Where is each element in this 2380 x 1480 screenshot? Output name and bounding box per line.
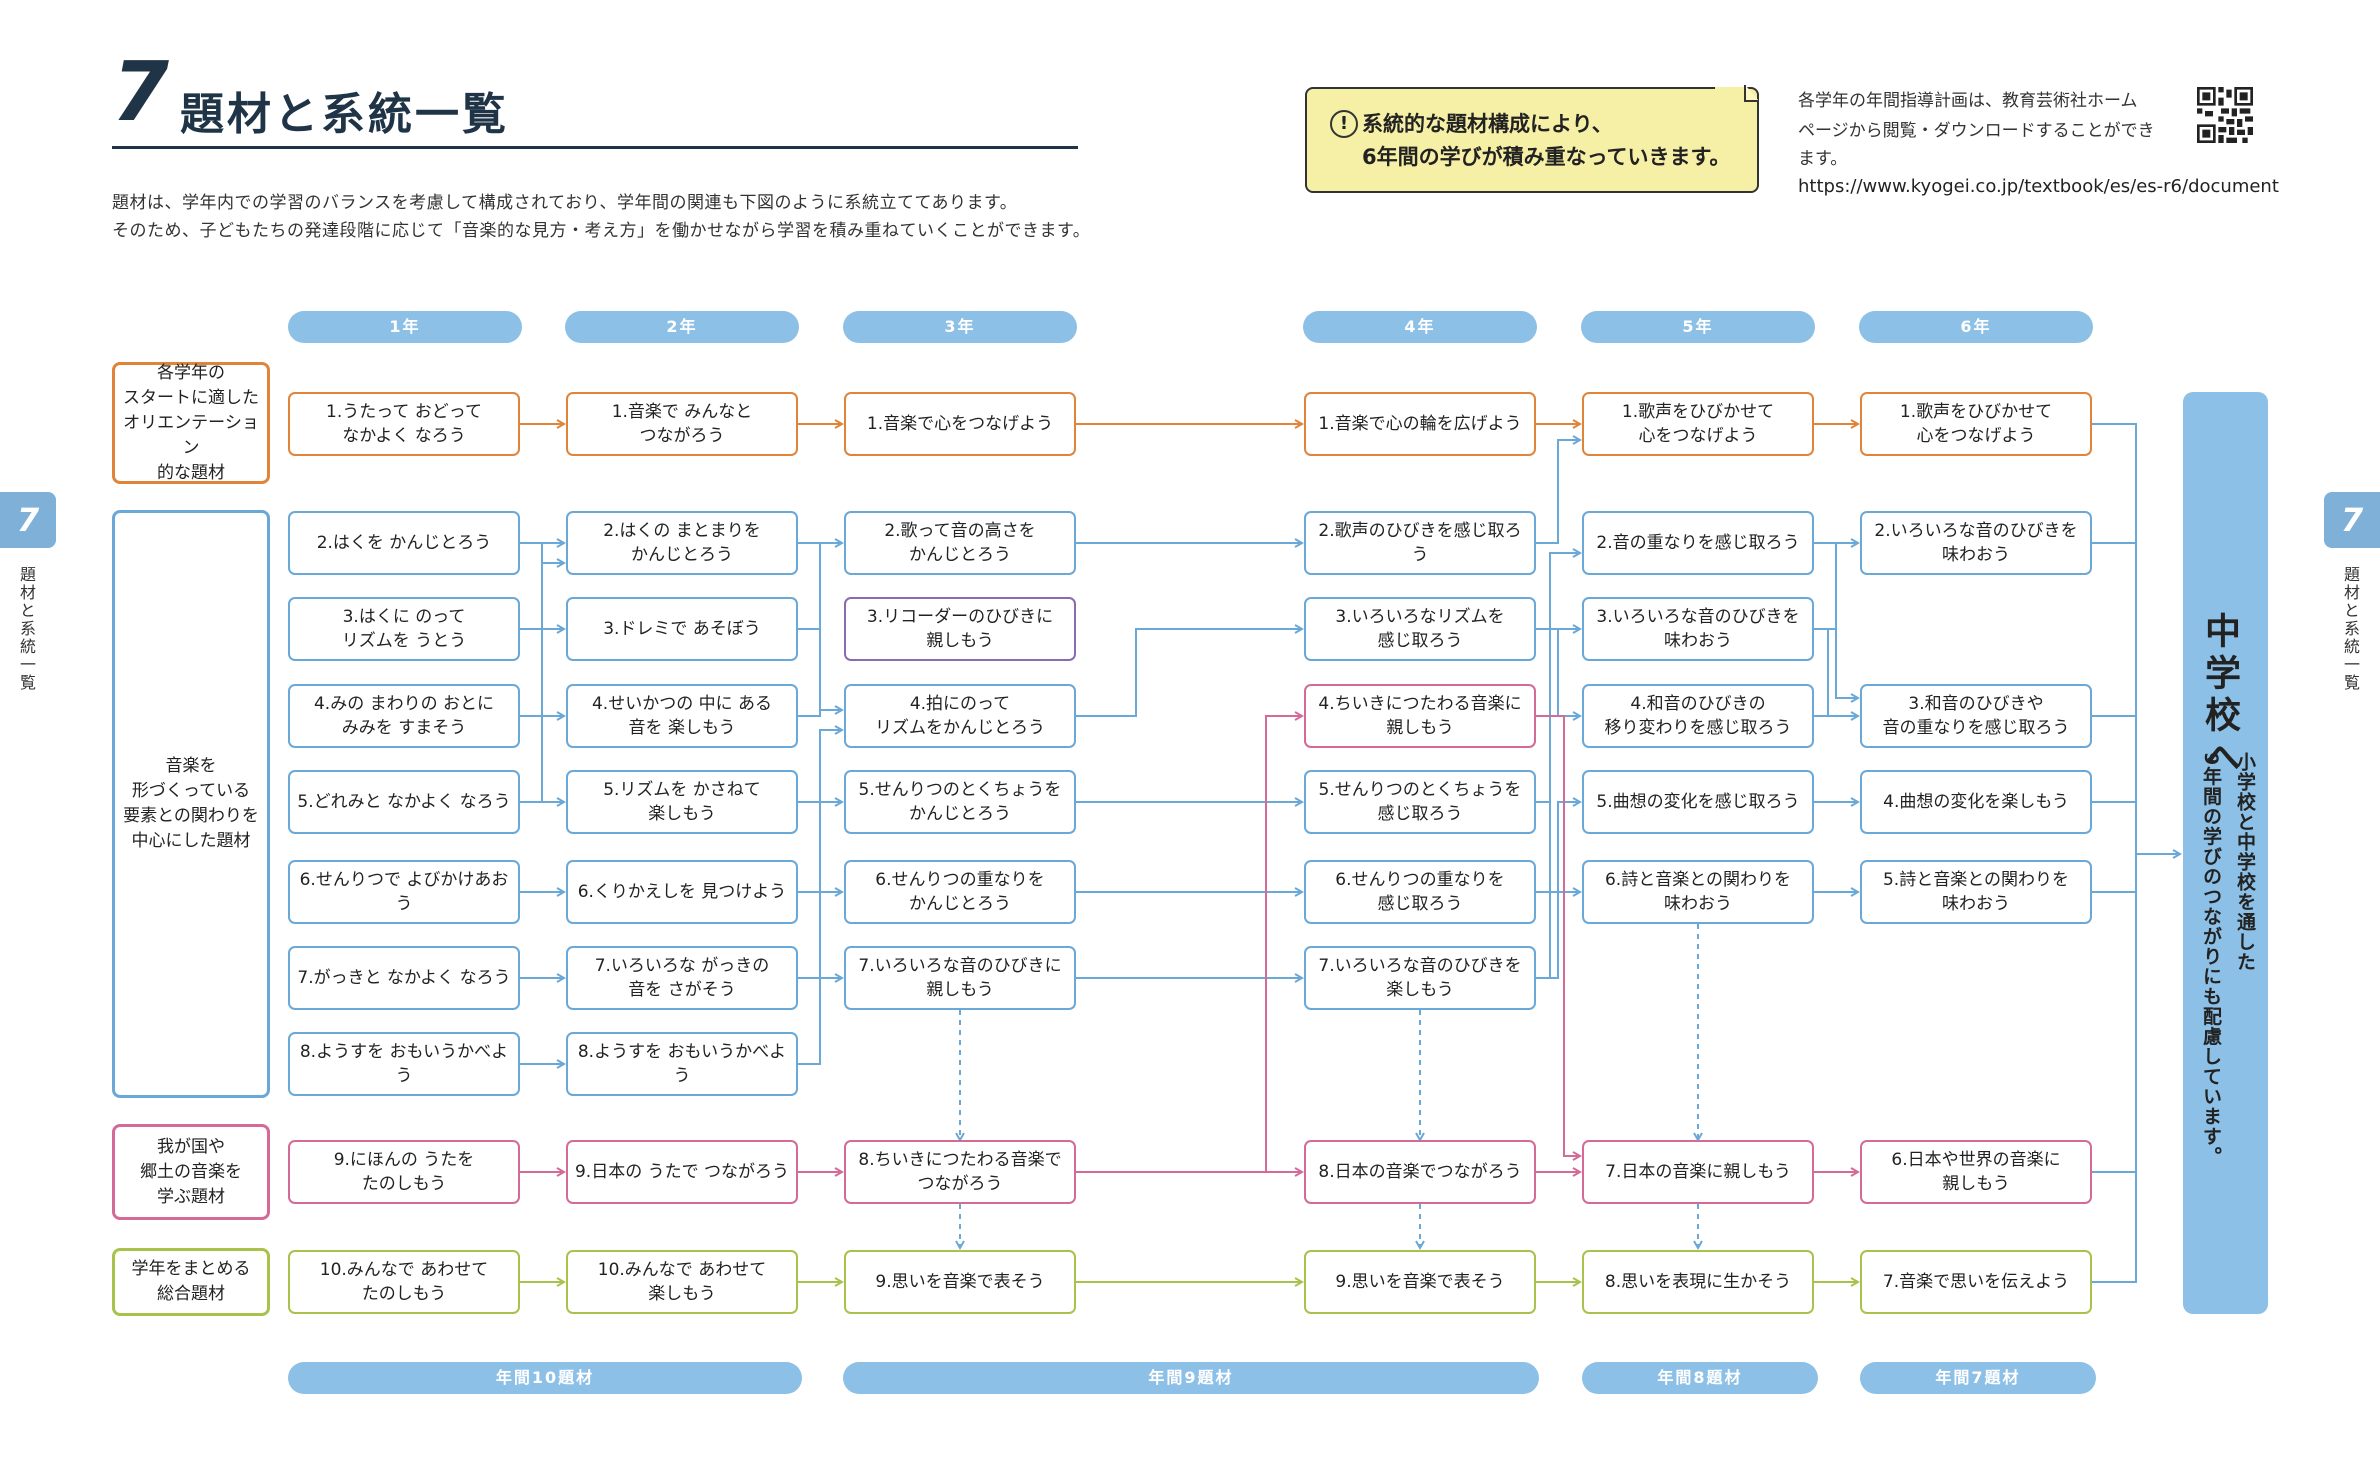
topic-g2-1[interactable]: 1.音楽で みんなと つながろう — [566, 392, 798, 456]
category-musical-elements: 音楽を 形づくっている 要素との関わりを 中心にした題材 — [112, 510, 270, 1098]
middle-school-subtitle: 小学校と中学校を通した 9年間の学びのつながりにも配慮しています。 — [2200, 752, 2256, 1167]
right-section-label: 題材と系統一覧 — [2341, 566, 2360, 692]
topic-g5-5[interactable]: 5.曲想の変化を感じ取ろう — [1582, 770, 1814, 834]
topic-g4-2[interactable]: 2.歌声のひびきを感じ取ろう — [1304, 511, 1536, 575]
page-title: 題材と系統一覧 — [180, 89, 509, 140]
note-fold-corner — [1715, 85, 1759, 129]
topic-g3-1[interactable]: 1.音楽で心をつなげよう — [844, 392, 1076, 456]
topic-g4-9[interactable]: 9.思いを音楽で表そう — [1304, 1250, 1536, 1314]
topic-g5-2[interactable]: 2.音の重なりを感じ取ろう — [1582, 511, 1814, 575]
topic-g3-3[interactable]: 3.リコーダーのひびきに 親しもう — [844, 597, 1076, 661]
topic-g6-1[interactable]: 1.歌声をひびかせて 心をつなげよう — [1860, 392, 2092, 456]
section-number: 7 — [112, 45, 170, 140]
right-section-tab[interactable]: 7 — [2324, 492, 2380, 548]
grade-4-header: 4年 — [1303, 311, 1537, 343]
topic-g3-2[interactable]: 2.歌って音の高さを かんじとろう — [844, 511, 1076, 575]
intro-line-2: そのため、子どもたちの発達段階に応じて「音楽的な見方・考え方」を働かせながら学習… — [112, 221, 1091, 241]
topic-g3-5[interactable]: 5.せんりつのとくちょうを かんじとろう — [844, 770, 1076, 834]
category-japanese-music: 我が国や 郷土の音楽を 学ぶ題材 — [112, 1124, 270, 1220]
topic-g1-6[interactable]: 6.せんりつで よびかけあおう — [288, 860, 520, 924]
exclamation-icon: ! — [1330, 110, 1358, 138]
topic-g4-6[interactable]: 6.せんりつの重なりを 感じ取ろう — [1304, 860, 1536, 924]
topic-g5-7[interactable]: 7.日本の音楽に親しもう — [1582, 1140, 1814, 1204]
topic-g1-8[interactable]: 8.ようすを おもいうかべよう — [288, 1032, 520, 1096]
topic-g4-1[interactable]: 1.音楽で心の輪を広げよう — [1304, 392, 1536, 456]
plan-text-1: 各学年の年間指導計画は、教育芸術社ホーム — [1798, 91, 2138, 111]
note-callout — [1305, 87, 1759, 193]
grade-6-header: 6年 — [1859, 311, 2093, 343]
topic-g1-9[interactable]: 9.にほんの うたを たのしもう — [288, 1140, 520, 1204]
intro-line-1: 題材は、学年内での学習のバランスを考慮して構成されており、学年間の関連も下図のよ… — [112, 193, 1018, 213]
grade-1-header: 1年 — [288, 311, 522, 343]
topic-g6-4[interactable]: 4.曲想の変化を楽しもう — [1860, 770, 2092, 834]
topic-g1-4[interactable]: 4.みの まわりの おとに みみを すまそう — [288, 684, 520, 748]
note-line-1: 系統的な題材構成により、 — [1362, 112, 1613, 136]
title-underline — [112, 146, 1078, 149]
topic-g5-6[interactable]: 6.詩と音楽との関わりを 味わおう — [1582, 860, 1814, 924]
topic-g1-10[interactable]: 10.みんなで あわせて たのしもう — [288, 1250, 520, 1314]
topic-g2-10[interactable]: 10.みんなで あわせて 楽しもう — [566, 1250, 798, 1314]
topic-g6-7[interactable]: 7.音楽で思いを伝えよう — [1860, 1250, 2092, 1314]
topic-g5-8[interactable]: 8.思いを表現に生かそう — [1582, 1250, 1814, 1314]
topic-g3-6[interactable]: 6.せんりつの重なりを かんじとろう — [844, 860, 1076, 924]
topic-g4-7[interactable]: 7.いろいろな音のひびきを 楽しもう — [1304, 946, 1536, 1010]
topic-g5-4[interactable]: 4.和音のひびきの 移り変わりを感じ取ろう — [1582, 684, 1814, 748]
document-link[interactable]: https://www.kyogei.co.jp/textbook/es/es-… — [1798, 176, 2279, 197]
middle-school-title: 中学校へ — [2199, 612, 2240, 780]
middle-school-band — [2183, 392, 2268, 1314]
topic-g1-5[interactable]: 5.どれみと なかよく なろう — [288, 770, 520, 834]
topic-g6-5[interactable]: 5.詩と音楽との関わりを 味わおう — [1860, 860, 2092, 924]
topic-g6-6[interactable]: 6.日本や世界の音楽に 親しもう — [1860, 1140, 2092, 1204]
topic-g5-1[interactable]: 1.歌声をひびかせて 心をつなげよう — [1582, 392, 1814, 456]
topic-g2-5[interactable]: 5.リズムを かさねて 楽しもう — [566, 770, 798, 834]
footer-grade-3-4: 年間9題材 — [843, 1362, 1539, 1394]
topic-g4-8[interactable]: 8.日本の音楽でつながろう — [1304, 1140, 1536, 1204]
left-section-label: 題材と系統一覧 — [17, 566, 36, 692]
footer-grade-1-2: 年間10題材 — [288, 1362, 802, 1394]
topic-g2-9[interactable]: 9.日本の うたで つながろう — [566, 1140, 798, 1204]
topic-g1-1[interactable]: 1.うたって おどって なかよく なろう — [288, 392, 520, 456]
topic-g4-5[interactable]: 5.せんりつのとくちょうを 感じ取ろう — [1304, 770, 1536, 834]
topic-g3-4[interactable]: 4.拍にのって リズムをかんじとろう — [844, 684, 1076, 748]
grade-2-header: 2年 — [565, 311, 799, 343]
topic-g4-3[interactable]: 3.いろいろなリズムを 感じ取ろう — [1304, 597, 1536, 661]
category-orientation: 各学年の スタートに適した オリエンテーション 的な題材 — [112, 362, 270, 484]
topic-g6-2[interactable]: 2.いろいろな音のひびきを 味わおう — [1860, 511, 2092, 575]
topic-g3-9[interactable]: 9.思いを音楽で表そう — [844, 1250, 1076, 1314]
qr-code-icon[interactable] — [2197, 87, 2253, 143]
topic-g2-8[interactable]: 8.ようすを おもいうかべよう — [566, 1032, 798, 1096]
topic-g2-6[interactable]: 6.くりかえしを 見つけよう — [566, 860, 798, 924]
topic-g1-3[interactable]: 3.はくに のって リズムを うとう — [288, 597, 520, 661]
topic-g2-7[interactable]: 7.いろいろな がっきの 音を さがそう — [566, 946, 798, 1010]
topic-g2-4[interactable]: 4.せいかつの 中に ある 音を 楽しもう — [566, 684, 798, 748]
footer-grade-5: 年間8題材 — [1582, 1362, 1818, 1394]
category-summary: 学年をまとめる 総合題材 — [112, 1248, 270, 1316]
topic-g1-2[interactable]: 2.はくを かんじとろう — [288, 511, 520, 575]
topic-g2-3[interactable]: 3.ドレミで あそぼう — [566, 597, 798, 661]
topic-g5-3[interactable]: 3.いろいろな音のひびきを 味わおう — [1582, 597, 1814, 661]
grade-3-header: 3年 — [843, 311, 1077, 343]
footer-grade-6: 年間7題材 — [1860, 1362, 2096, 1394]
grade-5-header: 5年 — [1581, 311, 1815, 343]
plan-text-2: ページから閲覧・ダウンロードすることができ — [1798, 121, 2155, 141]
topic-g3-8[interactable]: 8.ちいきにつたわる音楽で つながろう — [844, 1140, 1076, 1204]
topic-g3-7[interactable]: 7.いろいろな音のひびきに 親しもう — [844, 946, 1076, 1010]
topic-g6-3[interactable]: 3.和音のひびきや 音の重なりを感じ取ろう — [1860, 684, 2092, 748]
note-line-2: 6年間の学びが積み重なっていきます。 — [1362, 145, 1731, 169]
topic-g2-2[interactable]: 2.はくの まとまりを かんじとろう — [566, 511, 798, 575]
topic-g4-4[interactable]: 4.ちいきにつたわる音楽に 親しもう — [1304, 684, 1536, 748]
plan-text-3: ます。 — [1798, 149, 1848, 169]
left-section-tab[interactable]: 7 — [0, 492, 56, 548]
topic-g1-7[interactable]: 7.がっきと なかよく なろう — [288, 946, 520, 1010]
